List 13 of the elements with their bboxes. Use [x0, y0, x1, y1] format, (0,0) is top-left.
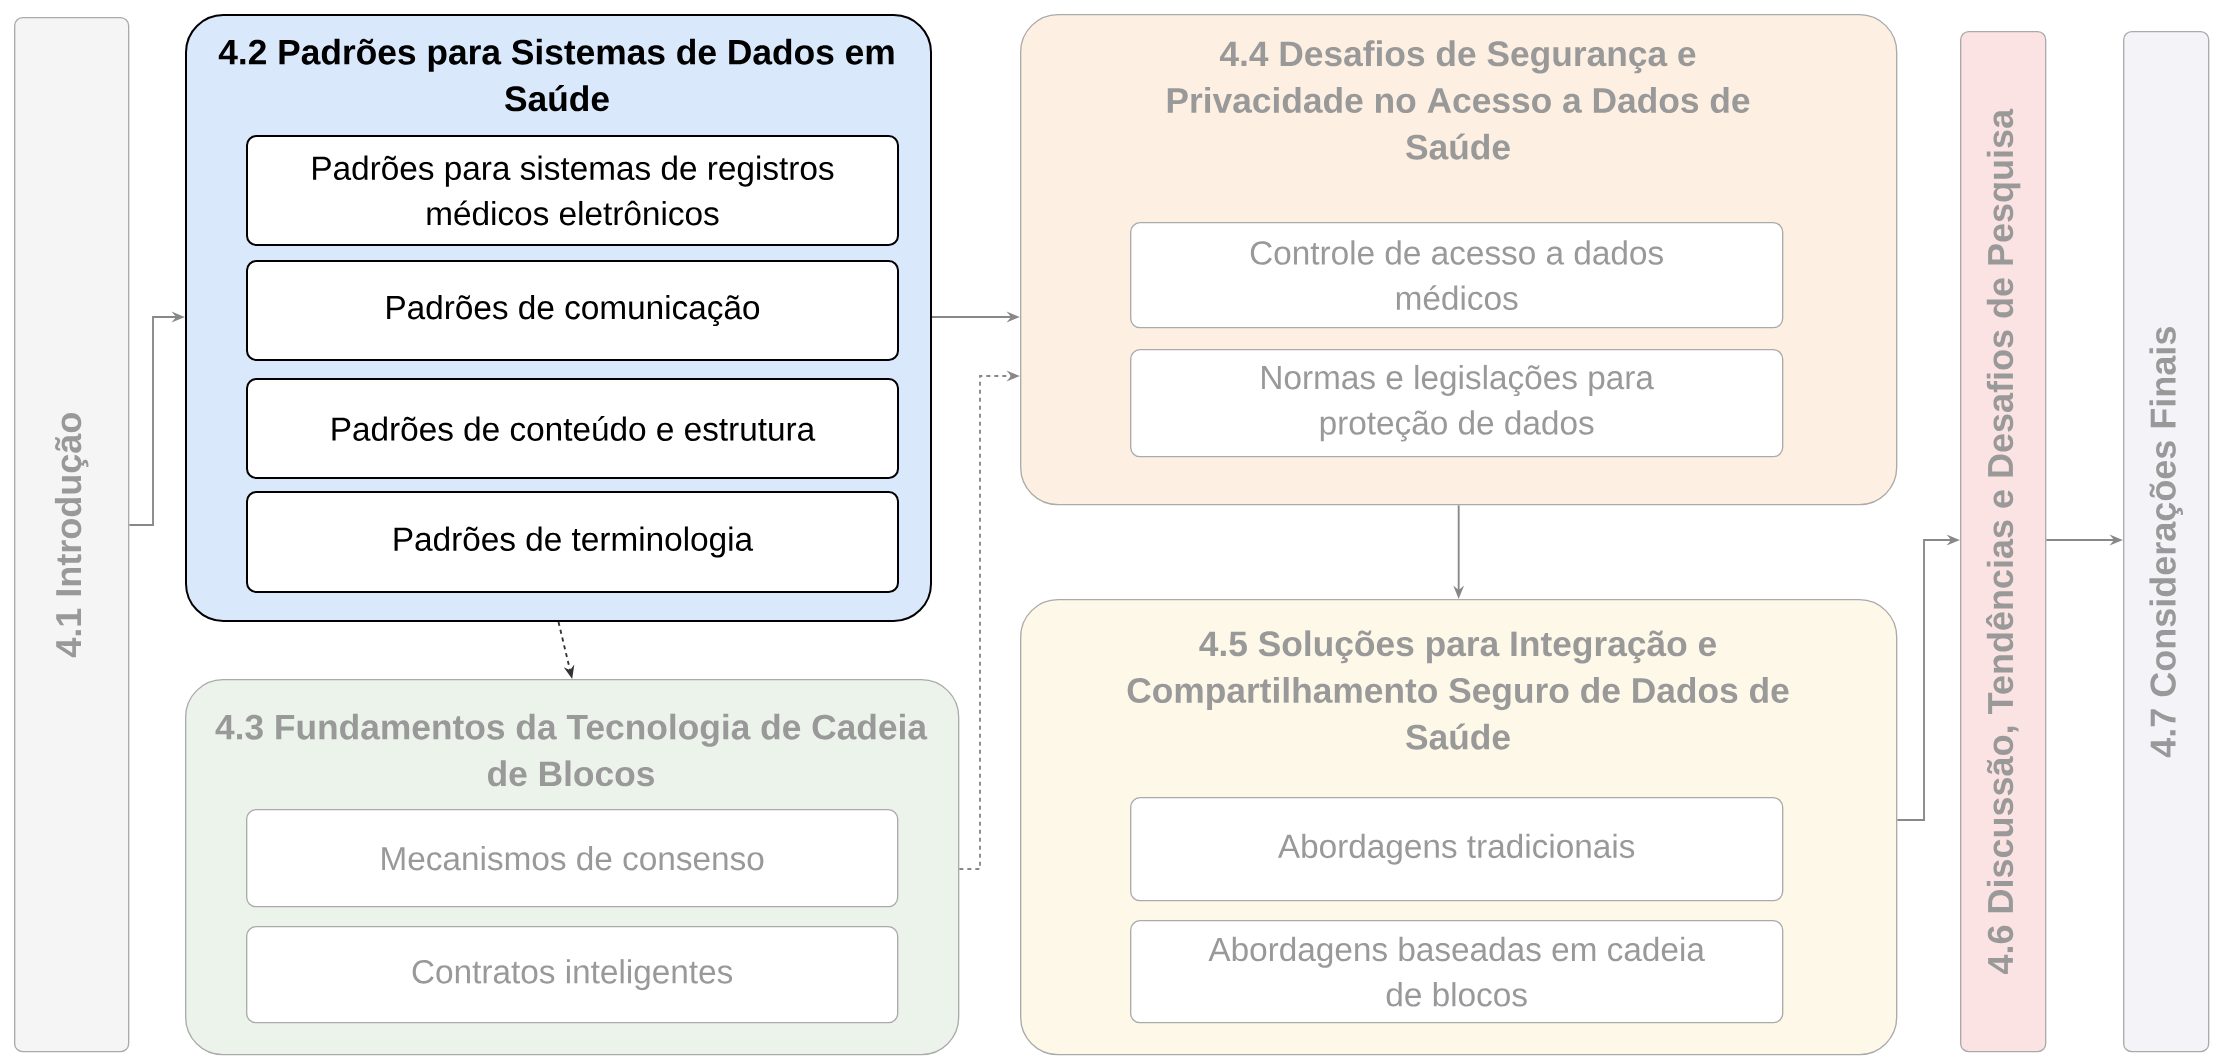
vertical-section-box: 4.7 Considerações Finais — [2123, 31, 2210, 1053]
topic-box: Padrões de conteúdo e estrutura — [246, 378, 899, 479]
topic-box: Padrões para sistemas de registros médicos eletrônicos — [246, 135, 899, 246]
topic-box: Normas e legislações para proteção de dados — [1130, 349, 1784, 458]
topic-box: Mecanismos de consenso — [246, 809, 899, 908]
topic-box: Padrões de terminologia — [246, 491, 899, 593]
topic-box: Padrões de comunicação — [246, 260, 899, 361]
topic-box: Abordagens tradicionais — [1130, 797, 1784, 902]
topic-box: Contratos inteligentes — [246, 926, 899, 1024]
vertical-section-box: 4.1 Introdução — [14, 17, 130, 1053]
vertical-section-box: 4.6 Discussão, Tendências e Desafios de Pesquisa — [1960, 31, 2047, 1053]
topic-box: Abordagens baseadas em cadeia de blocos — [1130, 920, 1784, 1024]
topic-box: Controle de acesso a dados médicos — [1130, 222, 1784, 329]
